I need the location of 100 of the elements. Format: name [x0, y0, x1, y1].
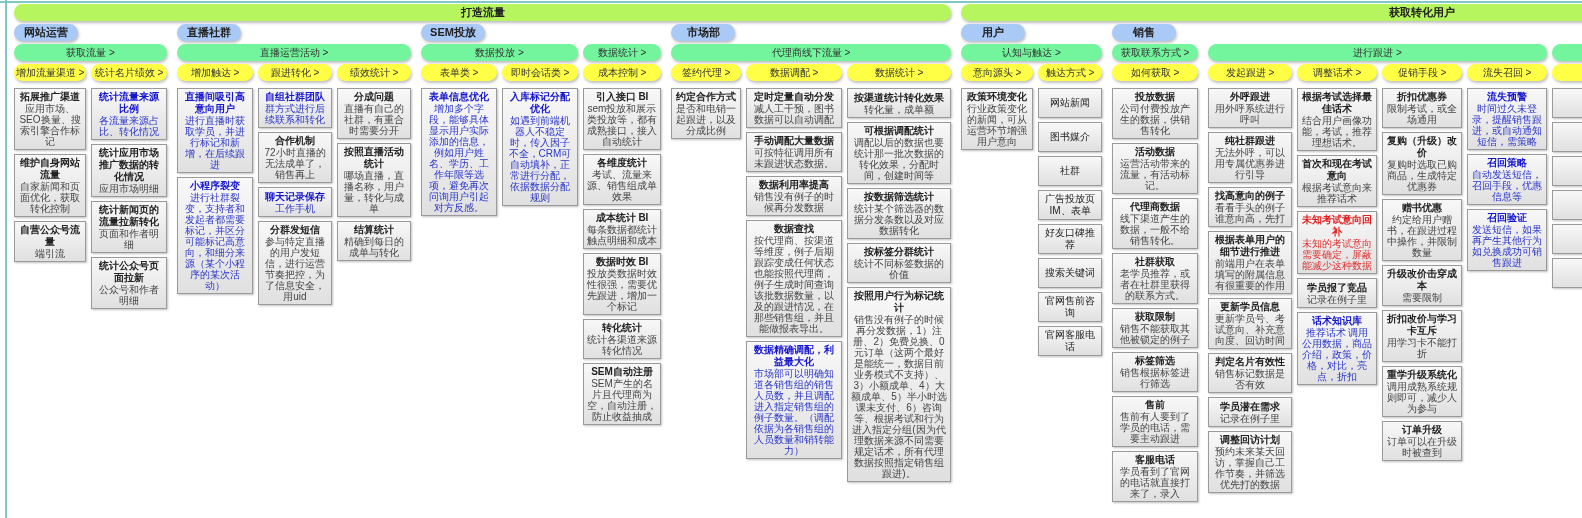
card-description: 根据考试意向来推荐话术: [1301, 182, 1373, 204]
card-title: 更新学员信息: [1219, 301, 1281, 313]
section-banner: 打造流量: [14, 4, 951, 21]
note-card: [337, 221, 411, 261]
card-title: 标签筛选: [1134, 355, 1176, 367]
note-card: [746, 88, 842, 128]
department-label: 销售: [1112, 24, 1176, 41]
card-description: 考试、流量来源、销售组成单效果: [587, 169, 657, 202]
step-header: 表单类 >: [421, 64, 497, 81]
card-title: 网站新闻: [1049, 97, 1091, 109]
card-title: 转化统计: [601, 322, 643, 334]
card-title: 官网售前咨询: [1044, 295, 1096, 319]
card-title: 根据表单用户的细节进行推进: [1214, 234, 1286, 258]
step-header: 流失召回 >: [1467, 64, 1547, 81]
note-card: [1467, 154, 1547, 205]
card-description: 时间过久未登录，提醒销售跟进，或自动通知短信，需策略: [1471, 103, 1543, 147]
note-card: [502, 88, 578, 206]
step-header: 成本控制 >: [583, 64, 661, 81]
note-card: [1208, 187, 1292, 227]
card-description: 自动发送短信，召回手段，优惠信息等: [1471, 169, 1543, 202]
card-description: 增加多个字段，能够具体显示用户实际添加的信息，例如用户姓名、学历、工作年限等选项，避免再次问询用户引起对方反感。: [428, 103, 490, 213]
note-card: [1112, 143, 1198, 194]
card-description: 公司付费投放产生的数据，供销售转化: [1119, 103, 1191, 136]
card-description: 端引流: [34, 248, 66, 259]
card-title: 按照用户行为标记统计: [853, 290, 945, 314]
note-card: [961, 88, 1033, 150]
note-card: [671, 88, 741, 139]
card-description: 精确到每日的成单与转化: [343, 236, 405, 258]
step-header: 意向源头 >: [961, 64, 1033, 81]
note-card: [1208, 132, 1292, 183]
note-card: [746, 341, 842, 459]
card-title: 官网客服电话: [1044, 329, 1096, 353]
note-card: [1112, 88, 1198, 139]
note-card: [1208, 231, 1292, 294]
note-card: [1208, 397, 1292, 427]
card-title: 获取限制: [1134, 311, 1176, 323]
note-card: [14, 221, 86, 262]
note-card: [847, 88, 951, 118]
note-card: [1382, 265, 1462, 306]
note-card: [583, 154, 661, 205]
department-label: SEM投放: [421, 24, 485, 41]
note-card: [1382, 421, 1462, 461]
card-title: 统计新闻页的流量拉新转化: [98, 204, 160, 228]
note-card: [746, 220, 842, 337]
card-title: 学员报了竞品: [1306, 281, 1368, 294]
card-title: 统计应用市场推广数据的转化情况: [98, 147, 160, 183]
card-title: 话术知识库: [1311, 315, 1363, 327]
card-description: 直播有自己的社群，有重合时需要分开: [343, 103, 405, 136]
card-title: 赠书优惠: [1401, 202, 1443, 214]
note-card: [1297, 211, 1377, 274]
note-card: [1038, 224, 1102, 254]
card-description: 统计各渠道来源转化情况: [587, 334, 657, 356]
card-title: 判定名片有效性: [1214, 356, 1286, 368]
note-card: [258, 88, 332, 128]
card-title: 社群获取: [1134, 256, 1176, 268]
card-description: 用学习卡不能打折: [1386, 337, 1458, 359]
card-title: 合作机制: [274, 135, 316, 147]
note-card: [14, 154, 86, 217]
note-card: [847, 188, 951, 239]
note-card: [1208, 431, 1292, 493]
card-title: 重学升级系统化: [1386, 369, 1458, 381]
step-header: 增加流量渠道 >: [14, 64, 86, 81]
note-card: [1382, 88, 1462, 128]
card-title: 好友口碑推荐: [1044, 227, 1096, 251]
card-title: 按数据筛选统计: [863, 191, 935, 203]
card-description: 更新学员号、考试意向、补充意向度、回访时间: [1214, 313, 1286, 346]
card-description: 销售标记数据是否有效: [1214, 368, 1286, 390]
card-title: 找高意向的例子: [1214, 190, 1286, 202]
card-description: 进行直播时获取学员，并进行标记和新增，在后续跟进: [184, 115, 246, 170]
card-title: 维护自身网站流量: [19, 157, 81, 181]
card-description: 应用市场明细: [98, 183, 160, 194]
card-description: 前端用户在表单填写的附属信息有很重要的作用: [1214, 258, 1286, 291]
step-header: 绩效统计 >: [337, 64, 411, 81]
card-title: 各维度统计: [596, 157, 648, 169]
card-title: SEM自动注册: [590, 366, 654, 378]
card-description: 自家新闻和页面优化，获取转化控制: [19, 181, 81, 214]
card-title: 拓展推广渠道: [19, 91, 81, 103]
card-title: 分成问题: [353, 91, 395, 103]
card-title: 小程序裂变: [189, 180, 241, 192]
note-card: [177, 88, 253, 173]
card-title: 成本统计 BI: [594, 212, 650, 224]
card-title: 数据查找: [773, 223, 815, 235]
note-card: [1467, 209, 1547, 271]
department-label: 直播社群: [177, 24, 241, 41]
card-title: 结算统计: [353, 224, 395, 236]
note-card: [1112, 451, 1198, 502]
card-title: 图书媒介: [1049, 131, 1091, 143]
note-card: [91, 257, 167, 309]
card-title: 约定合作方式: [675, 91, 737, 103]
card-title: 表单信息优化: [428, 91, 490, 103]
note-card: [746, 176, 842, 216]
note-card: [337, 88, 411, 139]
card-description: 销售没有例子的时候再分发数据，1）注册、2）免费兑换、0元订单（这两个最好是能统一，数据目前业务模式不支持）、3）小额成单、4）大额成单、5）半小时选课未支付、6）咨询等、根据考试和行为进入指定分组(因为代理数据来源不同需要规定话术，所有代理数据按照指定销售组跟进)。: [851, 314, 947, 479]
card-description: 进行社群裂变，支持者和发起者都需要标记，并区分可能标记高意向，和细分来源（某个小程序的某次活动）: [184, 192, 246, 291]
note-card: [1038, 326, 1102, 356]
note-card: [1467, 88, 1547, 150]
stage-header: 直播运营活动 >: [177, 44, 411, 61]
card-description: 哪场直播，直播名称，用户量，转化与成单: [343, 170, 405, 214]
stage-header: 获取流量 >: [14, 44, 167, 61]
step-header: 数据统计 >: [847, 64, 951, 81]
